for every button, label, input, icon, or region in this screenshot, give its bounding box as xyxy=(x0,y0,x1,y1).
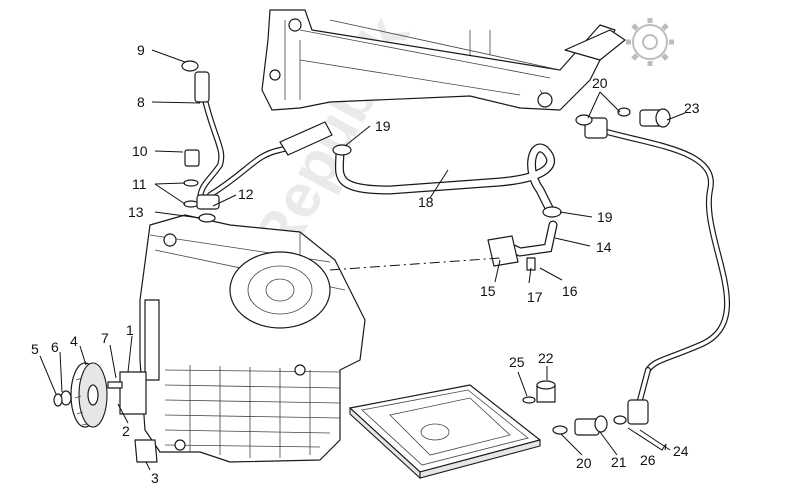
callout-9: 9 xyxy=(137,42,145,58)
alignment-line xyxy=(329,257,501,271)
callout-3: 3 xyxy=(151,470,159,486)
callout-15: 15 xyxy=(480,283,496,299)
bracket-24 xyxy=(627,427,671,451)
pump-sprocket xyxy=(53,361,158,463)
callout-23: 23 xyxy=(684,100,700,116)
callout-16: 16 xyxy=(562,283,578,299)
callout-20-top: 20 xyxy=(592,75,608,91)
callout-17: 17 xyxy=(527,289,543,305)
callout-26: 26 xyxy=(640,452,656,468)
callout-24: 24 xyxy=(673,443,689,459)
callout-25: 25 xyxy=(509,354,525,370)
callout-8: 8 xyxy=(137,94,145,110)
callout-6: 6 xyxy=(51,339,59,355)
callout-11: 11 xyxy=(132,176,147,192)
frame xyxy=(261,9,626,111)
callout-13: 13 xyxy=(128,204,144,220)
oil-line-right xyxy=(575,107,731,425)
callout-18: 18 xyxy=(418,194,434,210)
callout-7: 7 xyxy=(101,330,109,346)
callout-5: 5 xyxy=(31,341,39,357)
callout-21: 21 xyxy=(611,454,627,470)
callout-10: 10 xyxy=(132,143,148,159)
callout-2: 2 xyxy=(122,423,130,439)
callout-1: 1 xyxy=(126,322,134,338)
callout-14: 14 xyxy=(596,239,612,255)
callout-22: 22 xyxy=(538,350,554,366)
oil-sump xyxy=(349,384,541,480)
leader-lines xyxy=(39,49,686,471)
callout-19-top: 19 xyxy=(375,118,391,134)
center-hoses xyxy=(332,143,562,271)
sump-fittings xyxy=(522,380,627,436)
gear-icon xyxy=(626,18,674,66)
callout-labels: 9 8 10 11 12 13 19 18 19 14 15 17 16 20 … xyxy=(31,42,700,486)
callout-20-bottom: 20 xyxy=(576,455,592,471)
callout-4: 4 xyxy=(70,333,78,349)
oil-line-left xyxy=(181,60,333,223)
callout-19-bottom: 19 xyxy=(597,209,613,225)
engine-block xyxy=(139,214,366,463)
callout-12: 12 xyxy=(238,186,254,202)
